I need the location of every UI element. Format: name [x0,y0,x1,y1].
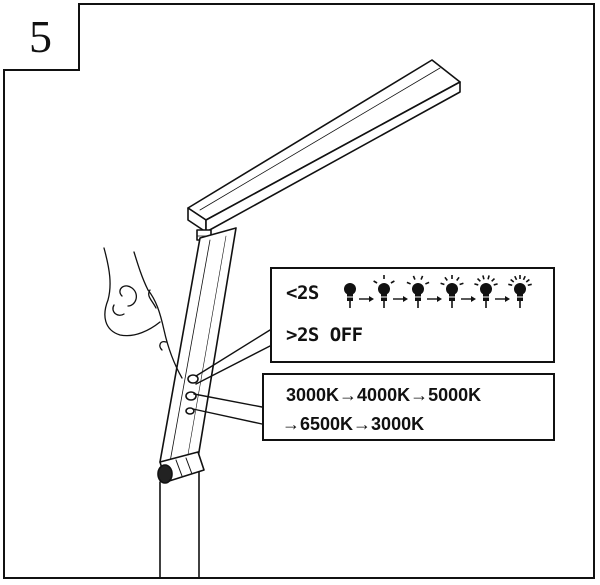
lamp-stand [159,471,200,579]
arrow-right-icon [427,296,442,302]
lamp-arm [159,227,237,471]
arrow-right-icon [359,296,374,302]
lamp-head [187,59,461,233]
step-number: 5 [3,3,80,71]
lightbulb-icon [508,275,532,308]
lightbulb-icon [373,275,395,308]
brightness-bulb-sequence [344,275,532,308]
arrow-right-icon [393,296,408,302]
lightbulb-icon [344,283,356,308]
lightbulb-icon [440,275,464,308]
color-sequence-line-1: 3000K→4000K→5000K [286,385,482,405]
leader-lines [192,329,271,425]
lightbulb-icon [474,275,498,308]
brightness-callout: <2S >2S OFF [270,267,555,363]
lightbulb-icon [406,275,430,308]
arrow-right-icon [461,296,476,302]
hand [103,247,183,379]
base-joint [157,451,205,484]
color-temperature-callout: 3000K→4000K→5000K →6500K→3000K [262,373,555,441]
short-press-label: <2S [286,282,319,304]
long-press-label: >2S OFF [286,324,363,346]
arrow-right-icon [495,296,510,302]
color-sequence-line-2: →6500K→3000K [282,414,425,434]
